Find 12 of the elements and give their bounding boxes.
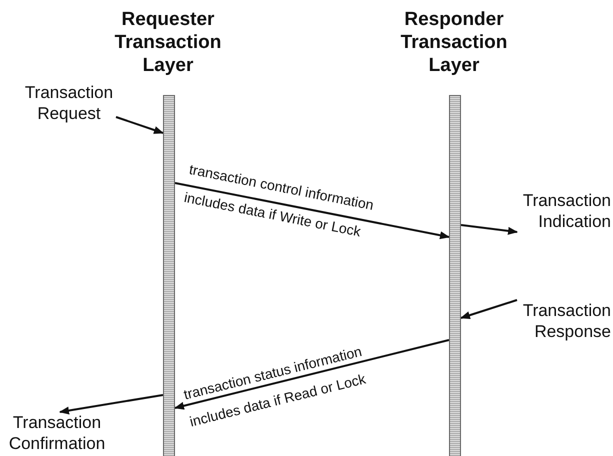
event-label: Transaction Request [22,82,116,124]
lane-heading: Responder Transaction Layer [400,8,508,77]
arrow [59,394,164,414]
arrow [116,116,164,134]
lane-heading: Requester Transaction Layer [114,8,222,77]
arrow [174,339,450,410]
event-label: Transaction Indication [517,190,611,232]
event-label: Transaction Confirmation [4,412,110,454]
arrow [460,224,518,235]
event-label: Transaction Response [517,300,611,342]
arrow [174,182,450,240]
arrow [460,299,518,320]
